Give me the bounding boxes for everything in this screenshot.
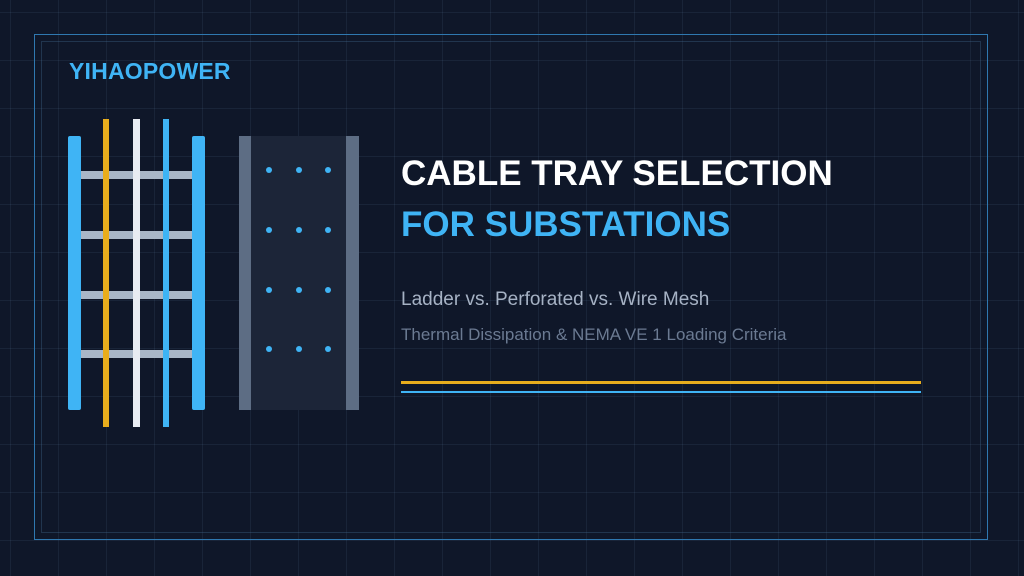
headline-line-1: CABLE TRAY SELECTION (401, 154, 833, 193)
perforation-hole (325, 227, 331, 233)
perforation-hole (296, 227, 302, 233)
perforation-hole (296, 167, 302, 173)
perforated-tray-icon (239, 136, 359, 410)
perforation-hole (266, 346, 272, 352)
cable-gold (103, 119, 109, 427)
cable-white (133, 119, 140, 427)
outer-frame (34, 34, 988, 540)
perforation-hole (266, 287, 272, 293)
subtitle-line-2: Thermal Dissipation & NEMA VE 1 Loading … (401, 325, 787, 344)
perforation-holes (266, 167, 331, 352)
headline-line-2: FOR SUBSTATIONS (401, 205, 731, 244)
ladder-side-rail (68, 136, 81, 410)
divider-gold (401, 381, 921, 384)
cable-blue (163, 119, 169, 427)
ladder-tray-icon (68, 119, 205, 427)
perforation-hole (325, 287, 331, 293)
perforation-hole (266, 167, 272, 173)
perforation-hole (325, 167, 331, 173)
perforation-hole (296, 346, 302, 352)
perforation-hole (266, 227, 272, 233)
perforation-hole (325, 346, 331, 352)
tray-bottom (251, 136, 346, 410)
perforation-hole (296, 287, 302, 293)
subtitle-line-1: Ladder vs. Perforated vs. Wire Mesh (401, 289, 710, 310)
inner-frame (41, 41, 981, 533)
divider-blue (401, 391, 921, 393)
brand-logo-text: YIHAOPOWER (69, 58, 231, 84)
ladder-side-rail (192, 136, 205, 410)
